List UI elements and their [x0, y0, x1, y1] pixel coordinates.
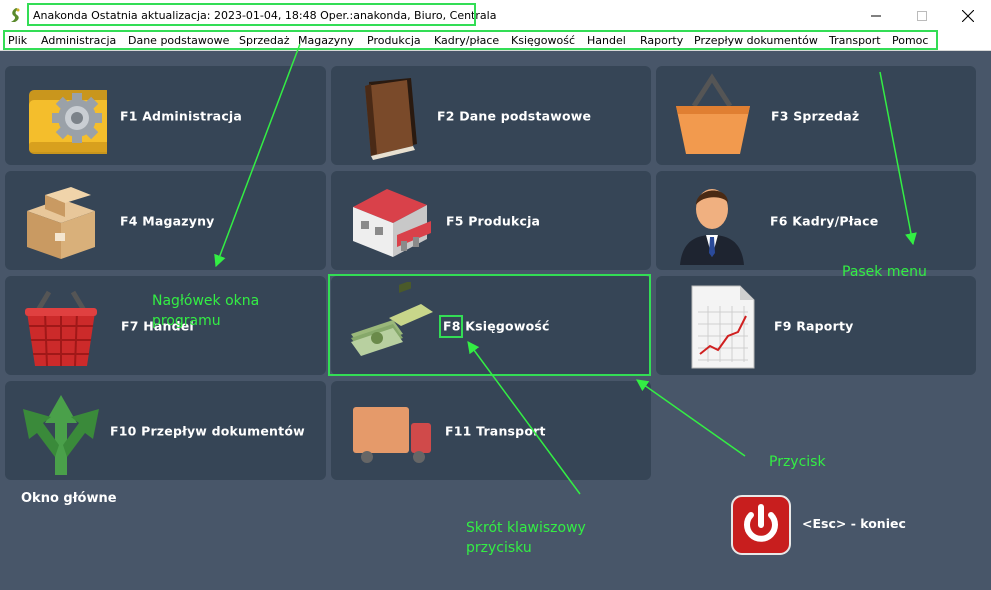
menu-item-12[interactable]: Pomoc: [892, 34, 929, 47]
window-title: Anakonda Ostatnia aktualizacja: 2023-01-…: [33, 9, 497, 22]
menu-item-11[interactable]: Transport: [829, 34, 881, 47]
arrow-button: [636, 379, 746, 457]
menu-item-10[interactable]: Przepływ dokumentów: [694, 34, 818, 47]
menu-item-9[interactable]: Raporty: [640, 34, 684, 47]
tile-label: F8 Księgowość: [443, 318, 550, 333]
selected-button-highlight: [328, 274, 651, 376]
maximize-icon: [917, 10, 927, 21]
tile-label: F7 Handel: [121, 318, 194, 333]
menu-item-5[interactable]: Produkcja: [367, 34, 421, 47]
book-icon: [365, 78, 417, 160]
person-icon: [680, 189, 744, 265]
tile-name: Księgowość: [465, 318, 550, 333]
tile-label: F11 Transport: [445, 423, 546, 438]
exit-label[interactable]: <Esc> - koniec: [802, 516, 906, 531]
tile-shortcut-key: F8: [443, 318, 461, 333]
annotation-window-header: Nagłówek okna programu: [152, 293, 260, 329]
menu-item-6[interactable]: Kadry/płace: [434, 34, 500, 47]
power-icon[interactable]: [731, 495, 791, 555]
tile-f5-produkcja[interactable]: F5 Produkcja: [331, 171, 651, 270]
money-calculator-icon: [351, 282, 433, 356]
tile-f1-administracja[interactable]: F1 Administracja: [5, 66, 326, 165]
menu-item-7[interactable]: Księgowość: [511, 34, 575, 47]
tile-f11-transport[interactable]: F11 Transport: [331, 381, 651, 480]
minimize-button[interactable]: [853, 0, 899, 31]
arrows-flow-icon: [23, 395, 99, 475]
tile-f7-handel[interactable]: F7 Handel: [5, 276, 326, 375]
tile-f3-sprzedaz[interactable]: F3 Sprzedaż: [656, 66, 976, 165]
tile-f2-dane-podstawowe[interactable]: F2 Dane podstawowe: [331, 66, 651, 165]
anakonda-logo-icon: [11, 8, 20, 22]
red-basket-icon: [25, 290, 97, 367]
tile-label: F5 Produkcja: [446, 213, 541, 228]
tile-label: F2 Dane podstawowe: [437, 108, 592, 123]
tile-f10-przeplyw-dokumentow[interactable]: F10 Przepływ dokumentów: [5, 381, 326, 480]
title-highlight-box: [27, 3, 476, 26]
maximize-button[interactable]: [899, 0, 945, 31]
menu-item-1[interactable]: Administracja: [41, 34, 117, 47]
tile-label: F1 Administracja: [120, 108, 243, 123]
annotation-button: Przycisk: [769, 454, 826, 470]
close-button[interactable]: [945, 0, 991, 31]
boxes-icon: [27, 187, 95, 259]
annotation-shortcut: Skrót klawiszowy przycisku: [466, 520, 586, 556]
menu-item-0[interactable]: Plik: [8, 34, 28, 47]
folder-gear-icon: [29, 90, 107, 154]
truck-icon: [353, 407, 431, 463]
close-icon: [962, 9, 974, 22]
minimize-icon: [871, 15, 881, 16]
tile-label: F9 Raporty: [774, 318, 854, 333]
shopping-basket-icon: [676, 73, 750, 154]
menu-item-2[interactable]: Dane podstawowe: [128, 34, 230, 47]
annotation-menu-bar: Pasek menu: [842, 264, 927, 280]
tile-f4-magazyny[interactable]: F4 Magazyny: [5, 171, 326, 270]
tile-label: F6 Kadry/Płace: [770, 213, 879, 228]
menu-highlight-box: [3, 30, 938, 50]
menu-item-4[interactable]: Magazyny: [298, 34, 354, 47]
tile-label: F10 Przepływ dokumentów: [110, 423, 305, 438]
tile-label: F3 Sprzedaż: [771, 108, 860, 123]
report-chart-icon: [691, 285, 755, 369]
tile-f6-kadry-place[interactable]: F6 Kadry/Płace: [656, 171, 976, 270]
tile-label: F4 Magazyny: [120, 213, 215, 228]
factory-icon: [353, 189, 431, 257]
tile-f9-raporty[interactable]: F9 Raporty: [656, 276, 976, 375]
menu-item-8[interactable]: Handel: [587, 34, 626, 47]
main-window-label: Okno główne: [21, 491, 117, 506]
shortcut-key-highlight: [439, 315, 463, 338]
